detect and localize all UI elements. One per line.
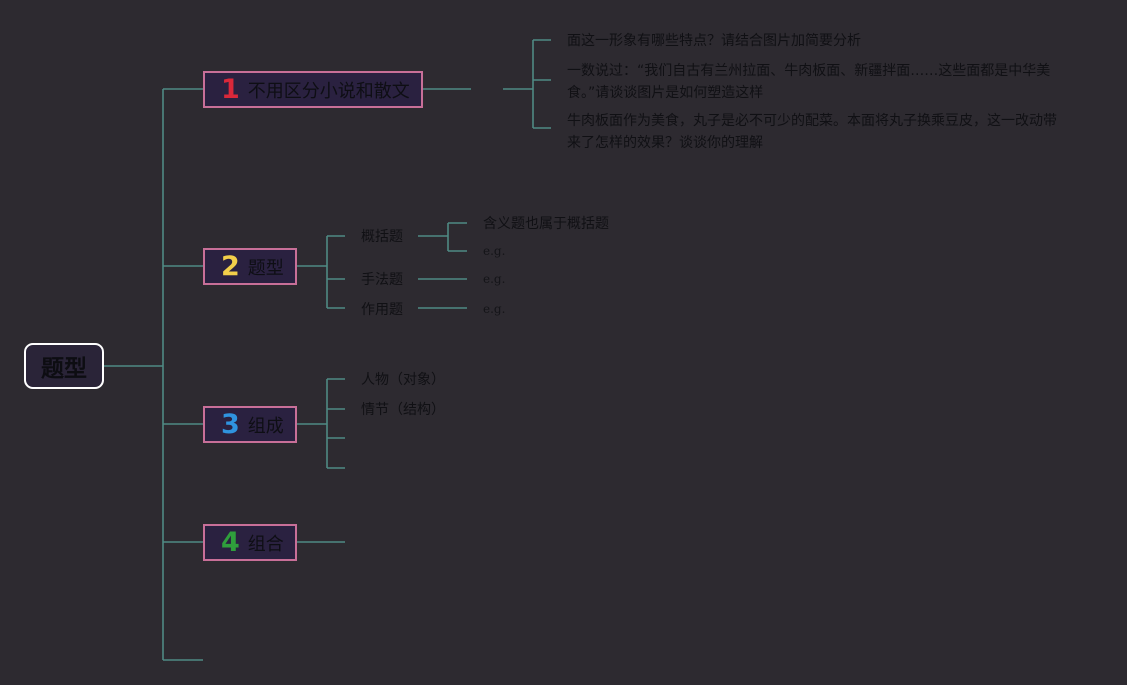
topic-1[interactable]: 1 不用区分小说和散文	[203, 71, 423, 108]
subtopic-summary-example[interactable]: e.g.	[483, 244, 506, 258]
subtopic-meaning-question-note[interactable]: 含义题也属于概括题	[483, 216, 609, 232]
subtopic-function-question[interactable]: 作用题	[361, 302, 403, 318]
root-topic[interactable]: 题型	[24, 343, 104, 389]
subtopic-function-example[interactable]: e.g.	[483, 302, 506, 316]
subtopic-summary-question[interactable]: 概括题	[361, 229, 403, 245]
subtopic-chinese-food-question[interactable]: 一数说过：“我们自古有兰州拉面、牛肉板面、新疆拌面……这些面都是中华美食。”请谈…	[567, 63, 1051, 101]
topic-label-4: 组合	[247, 533, 284, 555]
topic-number-1: 1	[221, 74, 240, 105]
topic-number-3: 3	[221, 409, 240, 440]
topic-4[interactable]: 4 组合	[203, 524, 297, 561]
topic-3[interactable]: 3 组成	[203, 406, 297, 443]
subtopic-character[interactable]: 人物（对象）	[361, 372, 445, 388]
subtopic-technique-example[interactable]: e.g.	[483, 272, 506, 286]
subtopic-characteristics-question[interactable]: 面这一形象有哪些特点？请结合图片加简要分析	[567, 33, 861, 49]
topic-2[interactable]: 2 题型	[203, 248, 297, 285]
subtopic-meatball-question[interactable]: 牛肉板面作为美食，丸子是必不可少的配菜。本面将丸子换乘豆皮，这一改动带来了怎样的…	[567, 113, 1057, 151]
root-label: 题型	[41, 356, 87, 382]
subtopic-plot[interactable]: 情节（结构）	[361, 402, 445, 418]
topic-label-2: 题型	[247, 257, 284, 279]
subtopic-technique-question[interactable]: 手法题	[361, 272, 403, 288]
topic-label-3: 组成	[247, 415, 284, 437]
topic-label-1: 不用区分小说和散文	[247, 80, 410, 102]
topic-number-2: 2	[221, 251, 240, 282]
topic-number-4: 4	[221, 527, 240, 558]
